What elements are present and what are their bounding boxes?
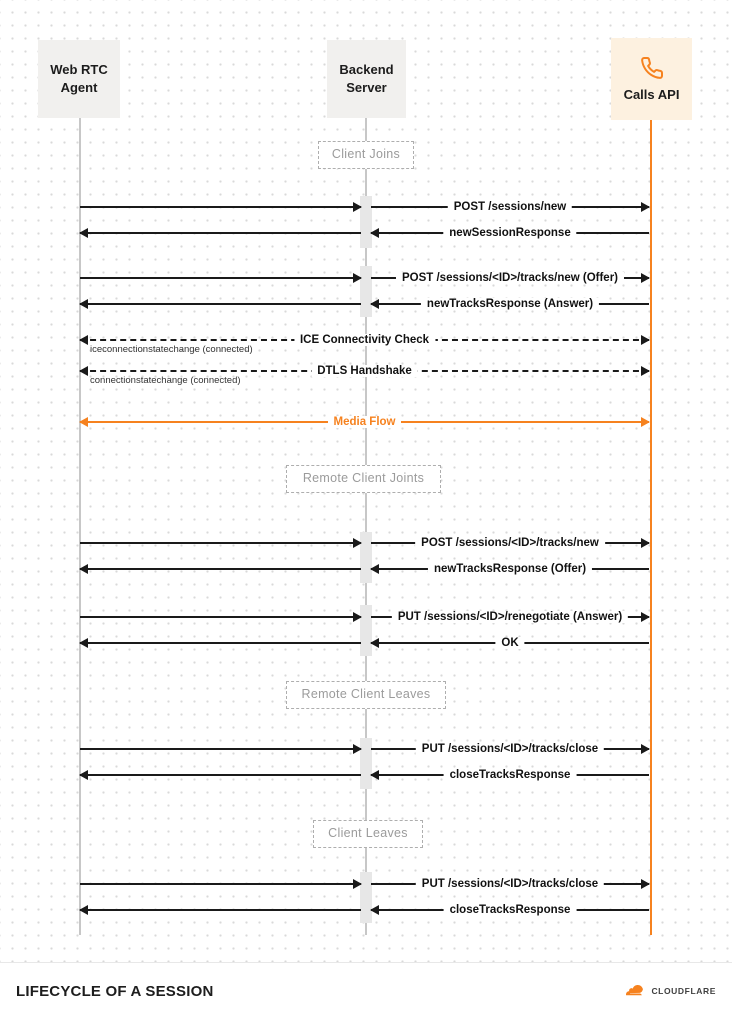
arrow-backend-to-agent: [79, 905, 361, 915]
arrow-backend-to-callsapi: POST /sessions/<ID>/tracks/new: [371, 537, 650, 549]
actor-backend-server: Backend Server: [327, 40, 406, 118]
page-title: LIFECYCLE OF A SESSION: [16, 982, 214, 1000]
arrow-backend-to-callsapi: PUT /sessions/<ID>/tracks/close: [371, 743, 650, 755]
arrow-backend-to-agent: [79, 770, 361, 780]
message-label: ICE Connectivity Check: [293, 334, 436, 346]
arrow-agent-to-backend: [80, 612, 362, 622]
message-label: PUT /sessions/<ID>/renegotiate (Answer): [391, 611, 629, 623]
activation-bar: [360, 738, 372, 789]
arrow-callsapi-to-backend: OK: [370, 637, 649, 649]
actor-label: Agent: [60, 80, 98, 95]
arrow-media-flow: Media Flow: [79, 416, 650, 428]
event-note-iceconnectionstatechange: iceconnectionstatechange (connected): [90, 344, 253, 355]
cloudflare-logo: CLOUDFLARE: [625, 985, 716, 997]
footer: LIFECYCLE OF A SESSION CLOUDFLARE: [0, 962, 732, 1019]
message-label: POST /sessions/<ID>/tracks/new: [415, 537, 605, 549]
message-label: PUT /sessions/<ID>/tracks/close: [415, 878, 605, 890]
activation-bar: [360, 872, 372, 923]
activation-bar: [360, 605, 372, 656]
arrow-backend-to-agent: [79, 228, 361, 238]
message-label: newTracksResponse (Offer): [427, 563, 593, 575]
arrow-callsapi-to-backend: closeTracksResponse: [370, 769, 649, 781]
activation-bar: [360, 196, 372, 248]
actor-label: Calls API: [623, 86, 680, 102]
arrow-backend-to-agent: [79, 638, 361, 648]
message-label: newTracksResponse (Answer): [420, 298, 600, 310]
arrow-backend-to-callsapi: PUT /sessions/<ID>/tracks/close: [371, 878, 650, 890]
message-label: closeTracksResponse: [443, 904, 577, 916]
diagram-canvas: Web RTC Agent Backend Server Calls API C…: [0, 0, 732, 962]
arrow-backend-to-callsapi: POST /sessions/<ID>/tracks/new (Offer): [371, 272, 650, 284]
arrow-callsapi-to-backend: newTracksResponse (Answer): [370, 298, 649, 310]
arrow-backend-to-callsapi: POST /sessions/new: [371, 201, 650, 213]
message-label: newSessionResponse: [443, 227, 577, 239]
group-label-client-joins: Client Joins: [318, 141, 414, 169]
message-label: closeTracksResponse: [443, 769, 577, 781]
message-label: DTLS Handshake: [311, 365, 418, 377]
actor-web-rtc-agent: Web RTC Agent: [38, 40, 120, 118]
message-label: POST /sessions/<ID>/tracks/new (Offer): [395, 272, 625, 284]
actor-label: Server: [346, 80, 387, 95]
event-note-connectionstatechange: connectionstatechange (connected): [90, 375, 241, 386]
arrow-agent-to-backend: [80, 879, 362, 889]
activation-bar: [360, 266, 372, 317]
lifeline-calls-api: [650, 120, 652, 935]
arrow-backend-to-agent: [79, 564, 361, 574]
group-label-remote-client-leaves: Remote Client Leaves: [286, 681, 446, 709]
actor-calls-api: Calls API: [611, 38, 692, 120]
actor-label: Backend: [339, 62, 394, 78]
arrow-agent-to-backend: [80, 744, 362, 754]
actor-label: Web RTC: [50, 62, 108, 78]
message-label: Media Flow: [327, 416, 402, 428]
lifeline-web-rtc-agent: [79, 118, 81, 935]
brand-name: CLOUDFLARE: [651, 986, 716, 996]
arrow-callsapi-to-backend: newSessionResponse: [370, 227, 649, 239]
cloudflare-cloud-icon: [626, 985, 644, 997]
arrow-backend-to-callsapi: PUT /sessions/<ID>/renegotiate (Answer): [371, 611, 650, 623]
arrow-ice-connectivity-check: ICE Connectivity Check: [79, 334, 650, 346]
message-label: PUT /sessions/<ID>/tracks/close: [415, 743, 605, 755]
arrow-agent-to-backend: [80, 202, 362, 212]
message-label: OK: [495, 637, 525, 649]
arrow-dtls-handshake: DTLS Handshake: [79, 365, 650, 377]
activation-bar: [360, 532, 372, 583]
arrow-callsapi-to-backend: closeTracksResponse: [370, 904, 649, 916]
arrow-callsapi-to-backend: newTracksResponse (Offer): [370, 563, 649, 575]
arrow-agent-to-backend: [80, 538, 362, 548]
group-label-client-leaves: Client Leaves: [313, 820, 423, 848]
group-label-remote-client-joins: Remote Client Joints: [286, 465, 441, 493]
message-label: POST /sessions/new: [447, 201, 573, 213]
phone-icon: [639, 55, 665, 81]
lifeline-backend-server: [365, 118, 367, 935]
arrow-agent-to-backend: [80, 273, 362, 283]
arrow-backend-to-agent: [79, 299, 361, 309]
